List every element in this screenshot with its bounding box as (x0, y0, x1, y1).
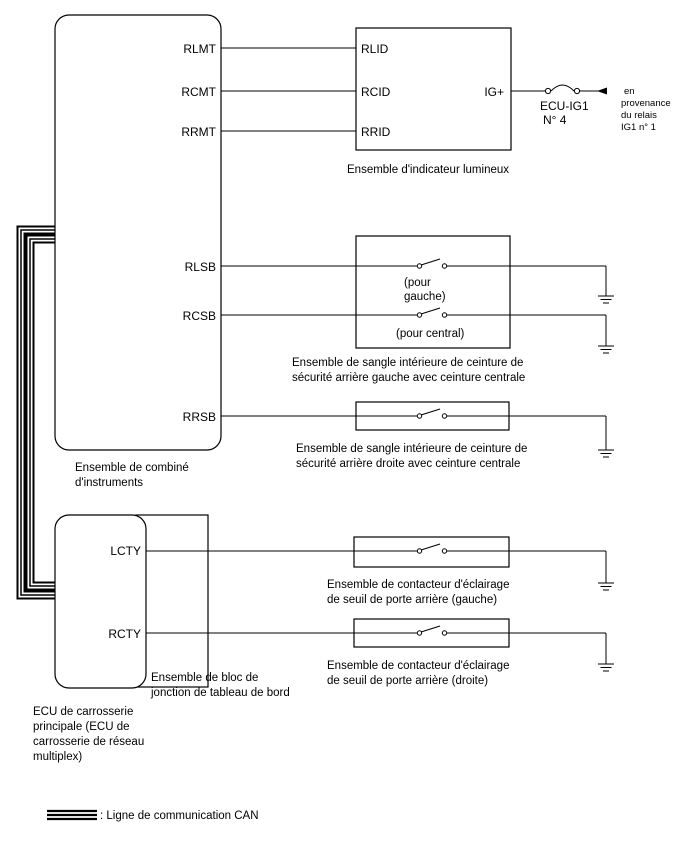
pin-rrmt: RRMT (181, 125, 216, 139)
switch-courtesy-right-icon (412, 625, 452, 639)
label-pour-gauche-2: gauche) (404, 291, 446, 303)
label-pour-central: (pour central) (396, 328, 465, 340)
buckle-lc-caption-1: Ensemble de sangle intérieure de ceintur… (292, 357, 523, 369)
cluster-caption-2: d'instruments (75, 477, 143, 489)
body-ecu-caption-3: carrosserie de réseau (33, 736, 144, 748)
can-bus-line (16, 225, 55, 600)
source-arrow-icon (597, 87, 607, 95)
body-ecu-caption-2: principale (ECU de (33, 721, 130, 733)
pin-rcty: RCTY (108, 627, 141, 641)
label-pour-gauche-1: (pour (404, 277, 431, 289)
fuse-icon (544, 84, 581, 95)
body-ecu-caption-4: multiplex) (33, 751, 82, 763)
switch-center-icon (412, 307, 452, 321)
source-label-4: IG1 n° 1 (621, 122, 656, 133)
switch-left-icon (412, 258, 452, 272)
fuse-label-2: N° 4 (543, 113, 567, 127)
ground-rcsb-icon (598, 315, 614, 354)
courtesy-right-caption-2: de seuil de porte arrière (droite) (327, 675, 488, 687)
ground-rrsb-icon (598, 416, 614, 458)
pin-rlsb: RLSB (185, 260, 216, 274)
switch-courtesy-left-icon (412, 543, 452, 557)
fuse-label-1: ECU-IG1 (540, 99, 589, 113)
legend-can-line-icon (47, 809, 97, 821)
courtesy-left-caption-1: Ensemble de contacteur d'éclairage (327, 579, 509, 591)
pin-rrid: RRID (361, 125, 391, 139)
pin-ig-plus: IG+ (484, 85, 504, 99)
buckle-left-center-box (355, 235, 511, 349)
ground-rlsb-icon (598, 266, 614, 304)
buckle-lc-caption-2: sécurité arrière gauche avec ceinture ce… (292, 372, 525, 384)
buckle-r-caption-2: sécurité arrière droite avec ceinture ce… (296, 458, 520, 470)
pin-rlmt: RLMT (183, 42, 216, 56)
source-label-1: en (624, 86, 635, 97)
courtesy-right-caption-1: Ensemble de contacteur d'éclairage (327, 660, 509, 672)
courtesy-left-caption-2: de seuil de porte arrière (gauche) (327, 594, 497, 606)
ground-lcty-icon (598, 551, 614, 591)
buckle-r-caption-1: Ensemble de sangle intérieure de ceintur… (296, 443, 527, 455)
body-ecu-caption-1: ECU de carrosserie (33, 706, 133, 718)
pin-rcsb: RCSB (183, 309, 216, 323)
main-body-ecu-box (54, 514, 147, 689)
switch-right-icon (412, 408, 452, 422)
legend-label: : Ligne de communication CAN (100, 810, 259, 822)
ground-rcty-icon (598, 633, 614, 672)
cluster-caption-1: Ensemble de combiné (75, 462, 189, 474)
source-label-2: provenance (621, 98, 671, 109)
pin-rrsb: RRSB (183, 410, 216, 424)
pin-rlid: RLID (361, 42, 389, 56)
junction-caption-2: jonction de tableau de bord (150, 687, 290, 699)
junction-block-box (135, 514, 209, 688)
pin-lcty: LCTY (110, 544, 141, 558)
indicator-box (355, 27, 512, 151)
source-label-3: du relais (621, 110, 657, 121)
junction-caption-1: Ensemble de bloc de (151, 672, 258, 684)
pin-rcid: RCID (361, 85, 391, 99)
pin-rcmt: RCMT (181, 85, 216, 99)
combination-meter-box (54, 14, 222, 451)
indicator-caption: Ensemble d'indicateur lumineux (347, 164, 509, 176)
